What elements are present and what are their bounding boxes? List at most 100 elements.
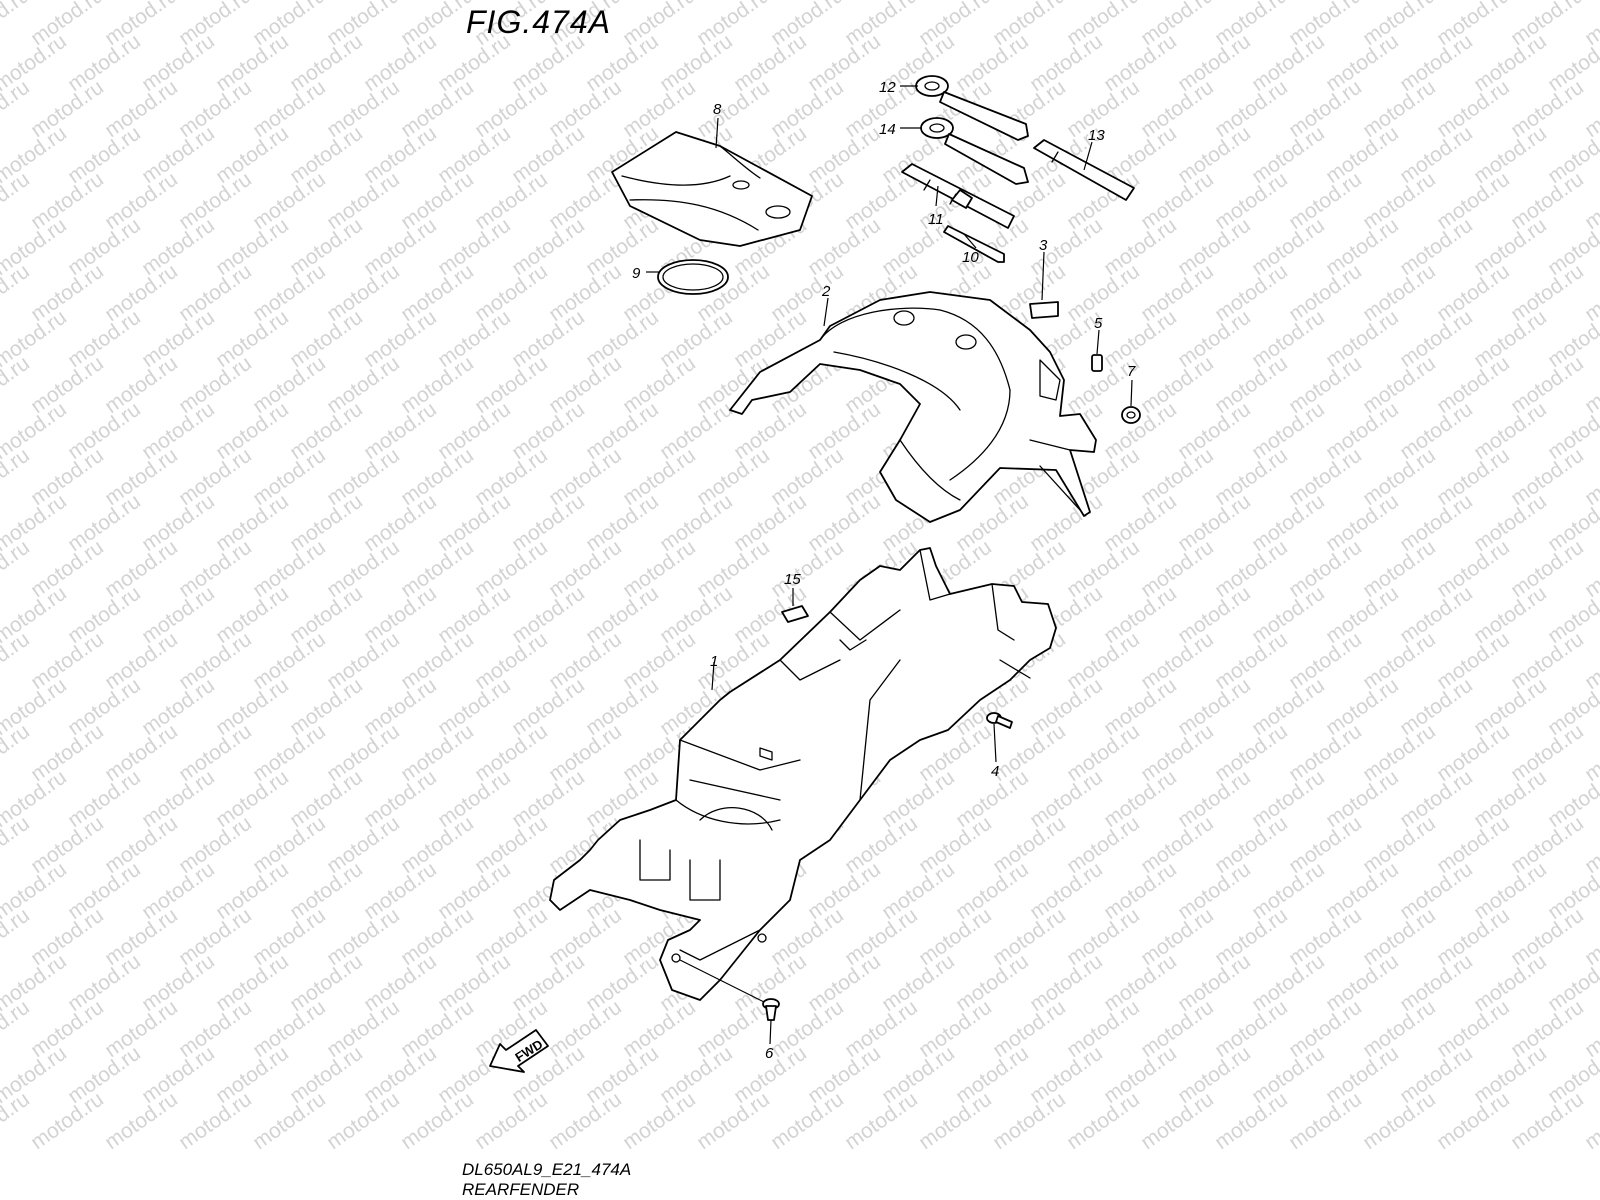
watermark-text: motod.ru (101, 812, 182, 878)
watermark-text: motod.ru (1137, 536, 1218, 602)
watermark-text: motod.ru (0, 904, 34, 970)
watermark-text: motod.ru (1359, 536, 1440, 602)
watermark-text: motod.ru (1396, 122, 1477, 188)
watermark-text: motod.ru (360, 766, 441, 832)
watermark-text: motod.ru (471, 628, 552, 694)
watermark-text: motod.ru (1137, 720, 1218, 786)
watermark-text: motod.ru (0, 536, 34, 602)
part-15-cushion (781, 605, 809, 623)
watermark-text: motod.ru (1026, 490, 1107, 556)
watermark-text: motod.ru (323, 168, 404, 234)
watermark-text: motod.ru (1211, 628, 1292, 694)
watermark-text: motod.ru (212, 582, 293, 648)
watermark-text: motod.ru (1507, 352, 1588, 418)
watermark-text: motod.ru (1507, 444, 1588, 510)
watermark-text: motod.ru (1359, 260, 1440, 326)
watermark-text: motod.ru (1470, 30, 1551, 96)
watermark-text: motod.ru (1433, 76, 1514, 142)
callout-1: 1 (710, 653, 718, 670)
watermark-text: motod.ru (878, 950, 959, 1016)
watermark-text: motod.ru (508, 122, 589, 188)
watermark-text: motod.ru (804, 858, 885, 924)
part-6-bolt (679, 959, 780, 1021)
watermark-text: motod.ru (545, 720, 626, 786)
watermark-text: motod.ru (1433, 904, 1514, 970)
watermark-text: motod.ru (767, 444, 848, 510)
watermark-text: motod.ru (730, 30, 811, 96)
watermark-text: motod.ru (1322, 398, 1403, 464)
watermark-text: motod.ru (175, 720, 256, 786)
part-8-tool-bag (611, 131, 813, 247)
callout-7: 7 (1127, 363, 1136, 380)
watermark-text: motod.ru (1211, 996, 1292, 1062)
watermark-text: motod.ru (0, 720, 34, 786)
watermark-text: motod.ru (286, 122, 367, 188)
watermark-text: motod.ru (1322, 1042, 1403, 1108)
watermark-text: motod.ru (1396, 214, 1477, 280)
watermark-text: motod.ru (138, 30, 219, 96)
figure-title: FIG.474A (466, 4, 611, 40)
watermark-text: motod.ru (249, 812, 330, 878)
watermark-text: motod.ru (323, 260, 404, 326)
watermark-text: motod.ru (804, 398, 885, 464)
watermark-text: motod.ru (878, 214, 959, 280)
watermark-text: motod.ru (693, 996, 774, 1062)
watermark-text: motod.ru (249, 444, 330, 510)
watermark-text: motod.ru (249, 1088, 330, 1154)
watermark-text: motod.ru (286, 214, 367, 280)
watermark-text: motod.ru (767, 260, 848, 326)
watermark-text: motod.ru (1100, 490, 1181, 556)
watermark-text: motod.ru (545, 76, 626, 142)
watermark-text: motod.ru (1137, 260, 1218, 326)
watermark-text: motod.ru (582, 1042, 663, 1108)
watermark-text: motod.ru (286, 490, 367, 556)
watermark-text: motod.ru (1174, 490, 1255, 556)
watermark-text: motod.ru (582, 674, 663, 740)
callout-14: 14 (879, 121, 896, 138)
watermark-text: motod.ru (212, 398, 293, 464)
watermark-text: motod.ru (249, 76, 330, 142)
watermark-text: motod.ru (1359, 444, 1440, 510)
watermark-text: motod.ru (0, 0, 34, 50)
watermark-text: motod.ru (1063, 904, 1144, 970)
watermark-text: motod.ru (1063, 260, 1144, 326)
watermark-text: motod.ru (471, 168, 552, 234)
watermark-text: motod.ru (804, 950, 885, 1016)
watermark-text: motod.ru (1322, 766, 1403, 832)
watermark-text: motod.ru (915, 904, 996, 970)
watermark-text: motod.ru (1285, 628, 1366, 694)
callout-15: 15 (784, 571, 801, 588)
watermark-text: motod.ru (286, 30, 367, 96)
watermark-text: motod.ru (0, 1088, 34, 1154)
watermark-text: motod.ru (471, 260, 552, 326)
watermark-text: motod.ru (1174, 214, 1255, 280)
watermark-text: motod.ru (64, 1042, 145, 1108)
watermark-text: motod.ru (1100, 766, 1181, 832)
watermark-text: motod.ru (1433, 168, 1514, 234)
watermark-text: motod.ru (1507, 76, 1588, 142)
watermark-text: motod.ru (175, 260, 256, 326)
watermark-text: motod.ru (434, 122, 515, 188)
watermark-text: motod.ru (804, 490, 885, 556)
watermark-text: motod.ru (656, 306, 737, 372)
watermark-text: motod.ru (1248, 490, 1329, 556)
watermark-text: motod.ru (508, 582, 589, 648)
watermark-text: motod.ru (1211, 536, 1292, 602)
watermark-text: motod.ru (841, 996, 922, 1062)
watermark-text: motod.ru (1433, 996, 1514, 1062)
watermark-text: motod.ru (27, 904, 108, 970)
watermark-text: motod.ru (582, 398, 663, 464)
watermark-text: motod.ru (175, 904, 256, 970)
watermark-text: motod.ru (434, 490, 515, 556)
watermark-text: motod.ru (1322, 950, 1403, 1016)
part-11-screwdriver (901, 163, 1015, 229)
watermark-text: motod.ru (1359, 168, 1440, 234)
watermark-text: motod.ru (175, 352, 256, 418)
watermark-text: motod.ru (508, 674, 589, 740)
leader-lines (646, 85, 1133, 1045)
watermark-text: motod.ru (1211, 168, 1292, 234)
watermark-text: motod.ru (1322, 306, 1403, 372)
watermark-text: motod.ru (175, 168, 256, 234)
watermark-text: motod.ru (360, 122, 441, 188)
part-2-rear-fender-upper (729, 291, 1097, 523)
